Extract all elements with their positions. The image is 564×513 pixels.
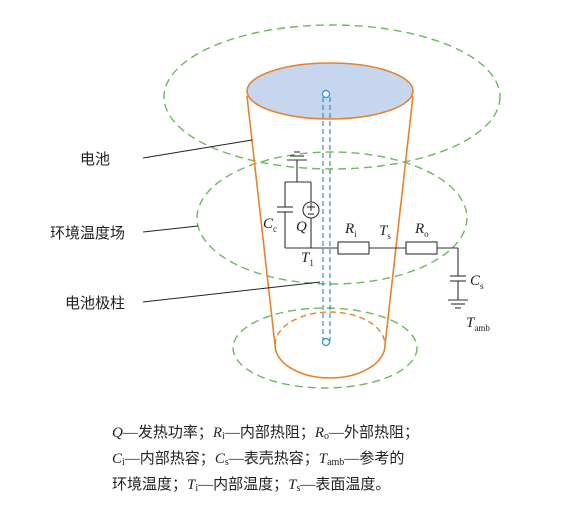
- symbol-t1: T1: [301, 250, 314, 268]
- resistor-ri: [337, 241, 370, 255]
- leader-env-field: [142, 225, 199, 233]
- symbol-cs: Cs: [470, 273, 484, 291]
- symbol-cc: Cc: [263, 216, 277, 234]
- caption-prefix: 环境温度；: [112, 477, 188, 493]
- battery-pole: [321, 89, 331, 347]
- caption-item: Ri—内部热阻；: [212, 425, 315, 442]
- caption-item: Ro—外部热阻；: [314, 425, 420, 442]
- caption-item: Tamb—参考的: [318, 451, 405, 468]
- leader-pole: [142, 281, 321, 303]
- leader-battery: [142, 139, 253, 159]
- symbol-ts: Ts: [379, 223, 391, 241]
- caption-item: Q—发热功率；: [112, 425, 213, 441]
- battery-right-wall: [384, 95, 414, 346]
- symbol-ri: Ri: [344, 221, 357, 239]
- symbol-q: Q: [296, 219, 307, 235]
- caption-item: Cs—表壳热容；: [214, 451, 319, 468]
- thermal-circuit: [277, 151, 468, 309]
- env-field-ellipse-top: [163, 24, 501, 170]
- figure-caption: Q—发热功率；Ri—内部热阻；Ro—外部热阻； Ci—内部热容；Cs—表壳热容；…: [112, 420, 512, 498]
- battery-bottom-front: [274, 344, 386, 379]
- symbol-tamb: Tamb: [466, 315, 490, 333]
- label-battery: 电池: [80, 151, 110, 168]
- env-field-ellipse-bottom: [232, 307, 418, 389]
- env-field-ellipse-middle: [196, 151, 468, 285]
- pole-bottom-terminal: [321, 337, 331, 347]
- label-env-field: 环境温度场: [50, 224, 125, 242]
- battery-top-face: [246, 62, 414, 120]
- caption-line-3: 环境温度；Ti—内部温度；Ts—表面温度。: [112, 472, 512, 498]
- caption-item: Ti—内部温度；: [187, 477, 289, 494]
- label-pole: 电池极柱: [65, 295, 125, 312]
- symbol-ro: Ro: [414, 221, 429, 239]
- battery-bottom-back: [274, 311, 386, 346]
- caption-item: Ci—内部热容；: [112, 451, 215, 468]
- caption-line-2: Ci—内部热容；Cs—表壳热容；Tamb—参考的: [112, 446, 512, 472]
- caption-line-1: Q—发热功率；Ri—内部热阻；Ro—外部热阻；: [112, 420, 512, 446]
- caption-item: Ts—表面温度。: [288, 477, 391, 494]
- battery-body: [246, 62, 414, 379]
- resistor-ro: [405, 241, 438, 255]
- pole-top-terminal: [321, 89, 331, 99]
- battery-left-wall: [246, 95, 276, 346]
